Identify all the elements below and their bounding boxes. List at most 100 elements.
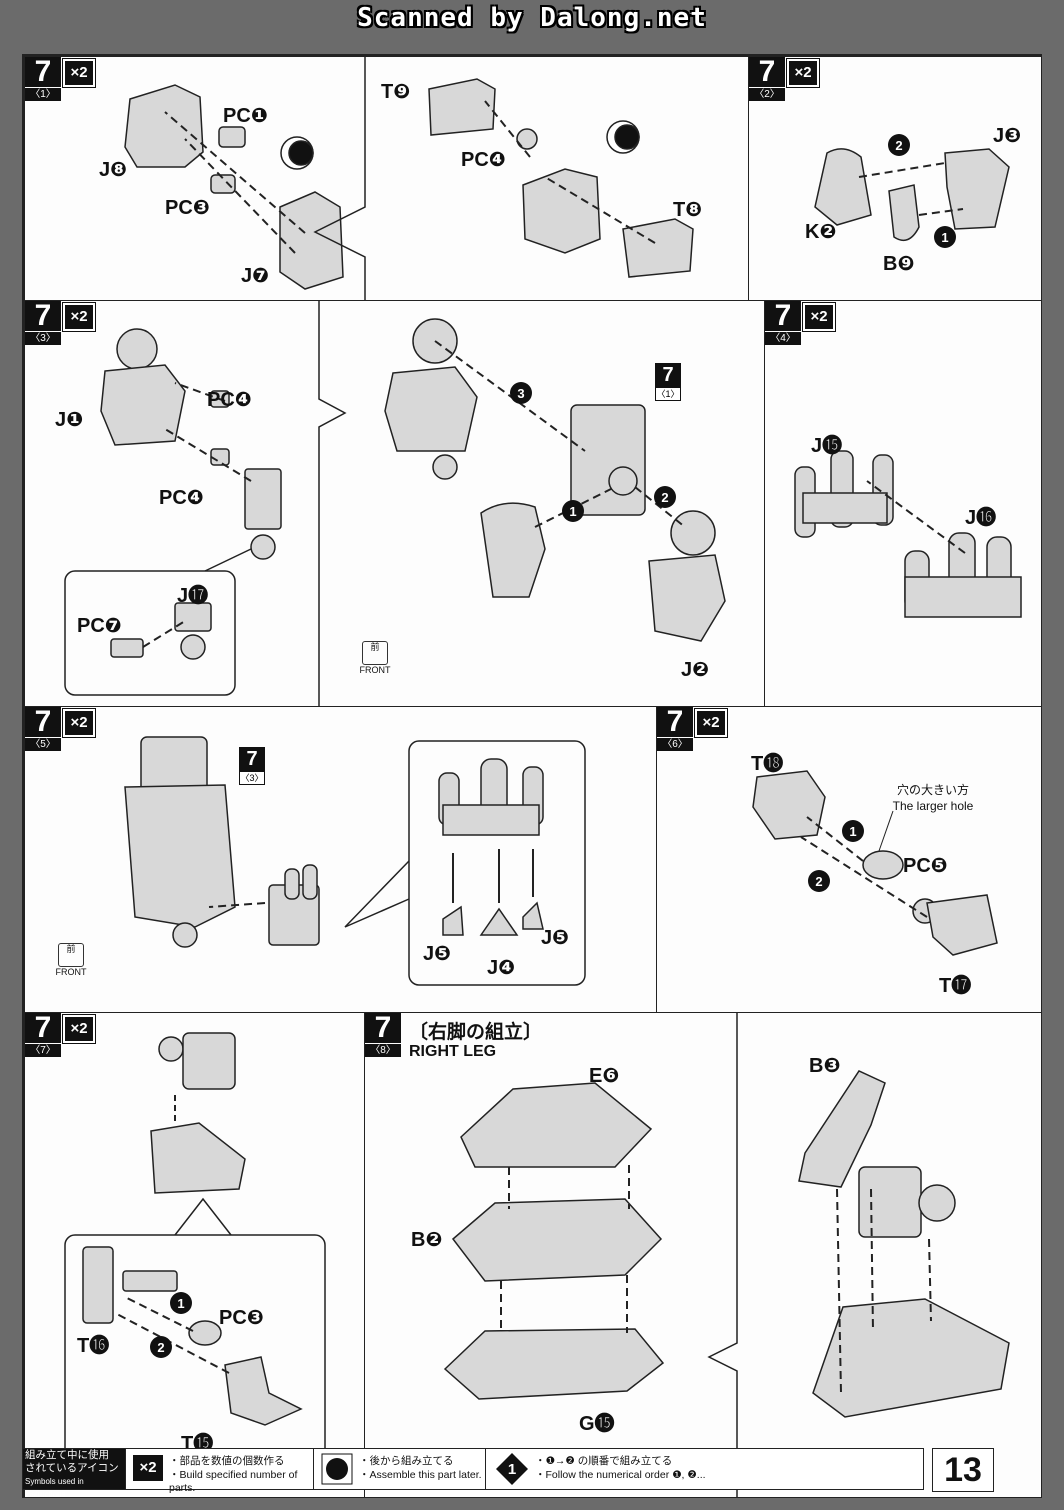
quantity-icon: ×2 <box>133 1455 163 1481</box>
part-label: T❾ <box>381 81 411 103</box>
parts-illustration <box>443 1013 1010 1497</box>
panel-step-7-1: 7 ×2 〈1〉 <box>24 56 750 302</box>
quantity-icon: ×2 <box>786 58 820 88</box>
svg-text:1: 1 <box>569 504 576 519</box>
part-label: B❾ <box>883 253 915 275</box>
legend-numerical-order: 1 ・❶→❷ の順番で組み立てる ・Follow the numerical o… <box>489 1449 719 1489</box>
step-badge: 7 ×2 〈7〉 <box>25 1013 97 1059</box>
part-label: J❶ <box>55 409 84 431</box>
part-label: J❺ <box>541 927 570 949</box>
step-number: 7 <box>25 707 61 737</box>
svg-text:1: 1 <box>849 824 856 839</box>
svg-text:1: 1 <box>177 1296 184 1311</box>
note-english: The larger hole <box>892 799 974 813</box>
step-badge: 7 ×2 〈6〉 <box>657 707 729 753</box>
quantity-icon: ×2 <box>62 302 96 332</box>
svg-text:2: 2 <box>661 490 668 505</box>
section-title-english: RIGHT LEG <box>409 1043 497 1060</box>
scanner-watermark: Scanned by Dalong.net <box>357 3 707 33</box>
quantity-icon: ×2 <box>62 1014 96 1044</box>
step-number: 7 <box>25 57 61 87</box>
part-label: J❹ <box>487 957 516 979</box>
step-number: 7 <box>25 301 61 331</box>
legend-quantity: ×2 ・部品を数値の個数作る ・Build specified number o… <box>127 1449 314 1494</box>
section-title-japanese: 〔右脚の組立〕 <box>409 1022 543 1043</box>
parts-illustration <box>124 57 694 301</box>
step-substep: 〈5〉 <box>25 738 61 751</box>
instruction-sheet: 7 ×2 〈1〉 <box>22 54 1042 1498</box>
svg-text:2: 2 <box>895 138 902 153</box>
step-number: 7 <box>749 57 785 87</box>
part-label: K❷ <box>805 221 837 243</box>
note-japanese: 穴の大きい方 <box>896 783 969 797</box>
part-label: J❷ <box>681 659 710 681</box>
step-badge: 7 ×2 〈5〉 <box>25 707 97 753</box>
legend-title: 組み立て中に使用 されているアイコン Symbols used in instr… <box>23 1449 126 1499</box>
step-substep: 〈7〉 <box>25 1044 61 1057</box>
part-label: PC❸ <box>219 1307 264 1329</box>
parts-illustration <box>794 450 1022 618</box>
order-diamond-icon: 1 <box>496 1453 528 1485</box>
symbols-legend: 組み立て中に使用 されているアイコン Symbols used in instr… <box>22 1448 924 1499</box>
parts-illustration <box>124 736 586 986</box>
quantity-icon: ×2 <box>802 302 836 332</box>
panel-step-7-7: 7 ×2 〈7〉 1 2 PC❸ T⓰ <box>24 1012 366 1498</box>
step-badge: 7 ×2 〈4〉 <box>765 301 837 347</box>
parts-illustration: 1 2 <box>752 770 998 956</box>
step-number: 7 <box>765 301 801 331</box>
panel-step-7-2: 7 ×2 〈2〉 2 1 J❸ K❷ B❾ <box>748 56 1042 302</box>
front-icon: 前 FRONT <box>55 943 87 977</box>
part-label: T⓰ <box>77 1335 110 1357</box>
part-label: T⓱ <box>939 975 972 997</box>
svg-text:2: 2 <box>157 1340 164 1355</box>
step-badge: 7 〈8〉 <box>365 1013 437 1059</box>
step-substep: 〈8〉 <box>365 1044 401 1057</box>
part-label: T⓲ <box>751 753 784 775</box>
step-badge: 7 ×2 〈2〉 <box>749 57 821 103</box>
quantity-icon: ×2 <box>694 708 728 738</box>
step-substep: 〈2〉 <box>749 88 785 101</box>
part-label: PC❼ <box>77 615 122 637</box>
part-label: J⓰ <box>965 507 997 529</box>
part-label: J❼ <box>241 265 270 287</box>
panel-step-7-4: 7 ×2 〈4〉 J⓯ J⓰ <box>764 300 1042 708</box>
step-substep: 〈6〉 <box>657 738 693 751</box>
part-label: PC❶ <box>223 105 268 127</box>
part-label: E❻ <box>589 1065 620 1087</box>
page-number: 13 <box>932 1448 994 1492</box>
panel-step-7-8: 7 〈8〉 〔右脚の組立〕 RIGHT LEG <box>364 1012 1042 1498</box>
part-label: B❷ <box>411 1229 443 1251</box>
panel-step-7-6: 7 ×2 〈6〉 1 2 穴の大きい方 The larger hole T⓲ P… <box>656 706 1042 1014</box>
part-label: PC❹ <box>461 149 506 171</box>
svg-text:1: 1 <box>941 230 948 245</box>
part-label: PC❺ <box>903 855 948 877</box>
panel-step-7-5: 7 ×2 〈5〉 <box>24 706 658 1014</box>
part-label: PC❹ <box>207 389 252 411</box>
step-number: 7 <box>657 707 693 737</box>
part-label: J❺ <box>423 943 452 965</box>
step-number: 7 <box>365 1013 401 1043</box>
part-label: J❸ <box>993 125 1022 147</box>
step-number: 7 <box>25 1013 61 1043</box>
step-substep: 〈4〉 <box>765 332 801 345</box>
step-badge: 7 ×2 〈3〉 <box>25 301 97 347</box>
part-label: B❸ <box>809 1055 841 1077</box>
svg-text:1: 1 <box>508 1461 516 1478</box>
parts-illustration: 1 2 <box>64 1032 326 1476</box>
part-label: J❽ <box>99 159 128 181</box>
part-label: J⓯ <box>811 435 843 457</box>
step-substep: 〈1〉 <box>25 88 61 101</box>
part-label: T❽ <box>673 199 703 221</box>
step-badge: 7 ×2 〈1〉 <box>25 57 97 103</box>
parts-illustration: 3 1 2 <box>64 301 726 707</box>
step-reference: 7 〈3〉 <box>239 747 265 785</box>
front-icon: 前 FRONT <box>359 641 391 675</box>
part-label: J⓱ <box>177 585 209 607</box>
quantity-icon: ×2 <box>62 58 96 88</box>
part-label: G⓯ <box>579 1413 615 1435</box>
step-substep: 〈3〉 <box>25 332 61 345</box>
parts-illustration: 2 1 <box>814 134 1010 248</box>
assemble-later-icon <box>321 1453 353 1485</box>
part-label: PC❹ <box>159 487 204 509</box>
step-reference: 7 〈1〉 <box>655 363 681 401</box>
